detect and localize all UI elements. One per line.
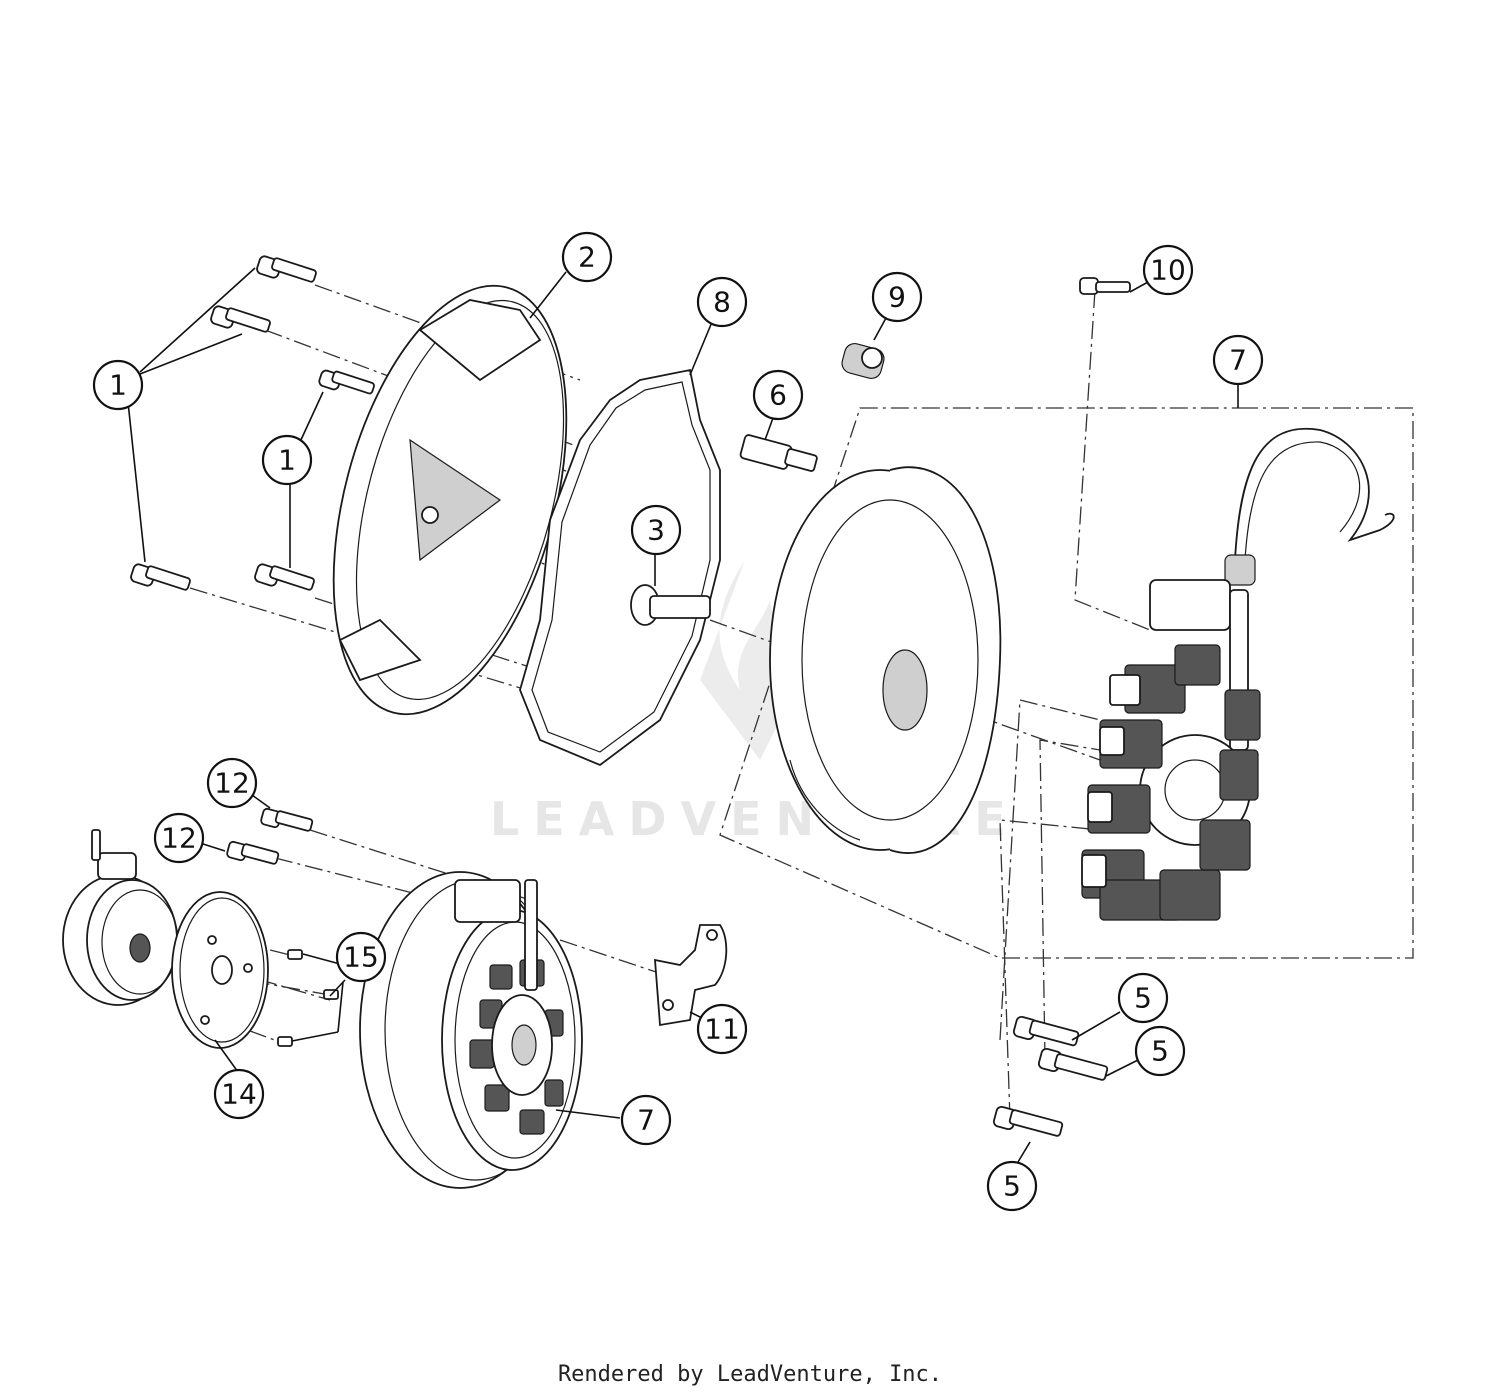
bolt-12-b xyxy=(226,840,280,865)
callout-8-label: 8 xyxy=(713,286,731,319)
bolt-5-c xyxy=(992,1105,1064,1137)
leader-lines xyxy=(127,267,1239,1163)
stator-housing xyxy=(359,871,583,1189)
callout-1-left[interactable]: 1 xyxy=(92,359,144,411)
clip xyxy=(841,342,885,380)
bolt-1-upper xyxy=(210,305,271,333)
bolt-1-lower-right xyxy=(254,563,315,591)
callout-7-bottom[interactable]: 7 xyxy=(620,1094,672,1146)
callout-15-label: 15 xyxy=(343,941,379,974)
callout-3[interactable]: 3 xyxy=(630,504,682,556)
callout-5-top[interactable]: 5 xyxy=(1117,972,1169,1024)
callout-5-bottom[interactable]: 5 xyxy=(986,1160,1038,1212)
flywheel xyxy=(769,466,1002,854)
callout-10-label: 10 xyxy=(1150,254,1186,287)
callout-10[interactable]: 10 xyxy=(1142,244,1194,296)
callout-12-top[interactable]: 12 xyxy=(206,757,258,809)
callout-15[interactable]: 15 xyxy=(335,931,387,983)
callout-5-middle-label: 5 xyxy=(1151,1035,1169,1068)
callout-1-center[interactable]: 1 xyxy=(261,434,313,486)
callout-9-label: 9 xyxy=(888,281,906,314)
bolt-5-b xyxy=(1037,1047,1109,1081)
callout-6-label: 6 xyxy=(769,379,787,412)
bolt-1-lower-left xyxy=(130,563,191,591)
bolt-5-a xyxy=(1012,1015,1080,1047)
bolt-10 xyxy=(1079,277,1131,295)
stator-poles xyxy=(1081,644,1261,921)
callout-1-left-label: 1 xyxy=(109,369,127,402)
armature-plate xyxy=(171,891,269,1049)
stator-cover xyxy=(332,284,568,716)
callout-12-bottom-label: 12 xyxy=(161,822,197,855)
stud xyxy=(630,584,711,626)
callout-6[interactable]: 6 xyxy=(752,369,804,421)
callout-1-center-label: 1 xyxy=(278,444,296,477)
bolt-12-a xyxy=(260,807,314,832)
spacer xyxy=(739,434,818,472)
callout-8[interactable]: 8 xyxy=(696,276,748,328)
screws-15 xyxy=(277,949,339,1047)
callout-11[interactable]: 11 xyxy=(696,1003,748,1055)
clutch-housing xyxy=(62,829,179,1006)
callout-5-middle[interactable]: 5 xyxy=(1134,1025,1186,1077)
footer-credit: Rendered by LeadVenture, Inc. xyxy=(557,1362,943,1387)
callout-7-bottom-label: 7 xyxy=(637,1104,655,1137)
callout-3-label: 3 xyxy=(647,514,665,547)
callout-12-top-label: 12 xyxy=(214,767,250,800)
stator-assembly xyxy=(1081,427,1395,921)
callout-11-label: 11 xyxy=(704,1013,740,1046)
callout-2[interactable]: 2 xyxy=(561,231,613,283)
bracket xyxy=(654,924,728,1027)
callout-7-right[interactable]: 7 xyxy=(1212,334,1264,386)
gasket xyxy=(519,368,721,767)
callout-5-top-label: 5 xyxy=(1134,982,1152,1015)
callout-14[interactable]: 14 xyxy=(213,1068,265,1120)
callout-9[interactable]: 9 xyxy=(871,271,923,323)
callout-14-label: 14 xyxy=(221,1078,257,1111)
callout-7-right-label: 7 xyxy=(1229,344,1247,377)
bolt-1-top xyxy=(256,255,317,283)
callout-2-label: 2 xyxy=(578,241,596,274)
bolt-1-mid xyxy=(318,369,375,395)
callout-12-bottom[interactable]: 12 xyxy=(153,812,205,864)
callout-5-bottom-label: 5 xyxy=(1003,1170,1021,1203)
